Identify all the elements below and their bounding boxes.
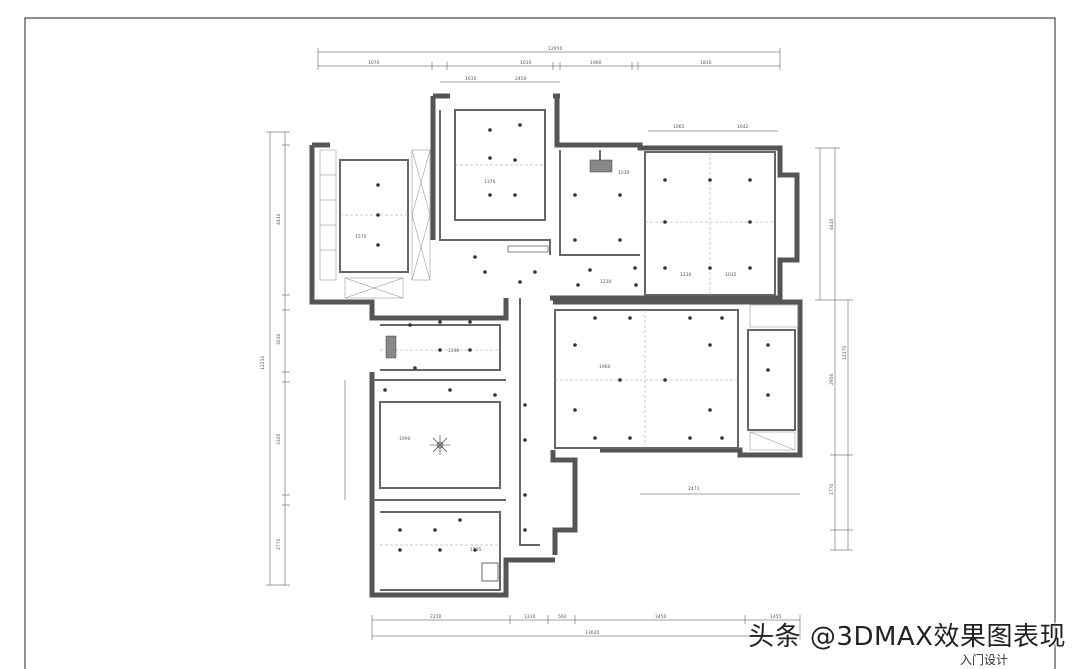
room-label-study: 1190 (448, 348, 460, 354)
dim-bottom-2: 1310 (524, 614, 536, 620)
bottom-dimension-lines (371, 615, 801, 640)
interior-walls (339, 109, 796, 591)
dim-left-3: 3320 (276, 433, 282, 445)
exterior-walls (309, 93, 803, 598)
dim-top-1: 1070 (368, 60, 380, 66)
balcony-hatch (319, 149, 799, 451)
watermark: 头条 @3DMAX效果图表现 (748, 622, 1066, 652)
dim-left-4: 2770 (276, 538, 282, 550)
left-dimension-lines (266, 131, 346, 586)
dim-top-8: 1042 (737, 124, 749, 130)
dim-right-3: 2950 (829, 373, 835, 385)
room-label-dining: 1230 (680, 272, 692, 278)
room-label-master: 1570 (355, 234, 367, 240)
dim-top-total: 12950 (548, 46, 562, 52)
top-dimension-lines (317, 48, 781, 83)
room-label-bath: 1230 (600, 279, 612, 285)
dim-right-1: 4410 (829, 218, 835, 230)
room-label-kitchen: 1230 (618, 170, 630, 176)
dim-right-2: 12170 (842, 346, 848, 360)
tv-wall-label: 1960 (599, 364, 611, 370)
dim-bottom-4: 3450 (655, 614, 667, 620)
room-label-bedroom3: 1235 (470, 547, 482, 553)
dim-top-3: 1010 (520, 60, 532, 66)
hood-fixture (589, 159, 613, 173)
dim-top-5: 1960 (590, 60, 602, 66)
chandelier-icon (430, 435, 450, 455)
dim-bottom-5: 1455 (770, 614, 782, 620)
dim-right-4: 1770 (829, 483, 835, 495)
dim-bottom-1: 2270 (430, 614, 442, 620)
dim-top-2: 1610 (465, 76, 477, 82)
dim-top-6: 1810 (700, 60, 712, 66)
dim-left-1: 4410 (276, 213, 282, 225)
watermark-sub: 入门设计 (959, 653, 1008, 667)
corridor-cabinet (507, 245, 549, 253)
room-label-bedroom2: 1370 (484, 179, 496, 185)
dim-left-total: 12210 (260, 356, 266, 370)
downlights (376, 123, 770, 552)
dim-left-2: 3010 (276, 333, 282, 345)
drawing-frame (24, 17, 1056, 669)
dim-bottom-3: 560 (558, 614, 567, 620)
dim-top-4: 2450 (515, 76, 527, 82)
ceiling-axes (340, 152, 775, 546)
right-dimension-lines (815, 147, 853, 551)
room-label-hall: 1035 (725, 272, 737, 278)
room-label-living: 1990 (399, 436, 411, 442)
dim-bottom-total: 13620 (585, 630, 599, 636)
study-desk-fixture (385, 335, 397, 359)
dim-top-7: 1065 (673, 124, 685, 130)
dim-right-5: 2471 (688, 486, 700, 492)
bath-fixture (481, 562, 499, 582)
